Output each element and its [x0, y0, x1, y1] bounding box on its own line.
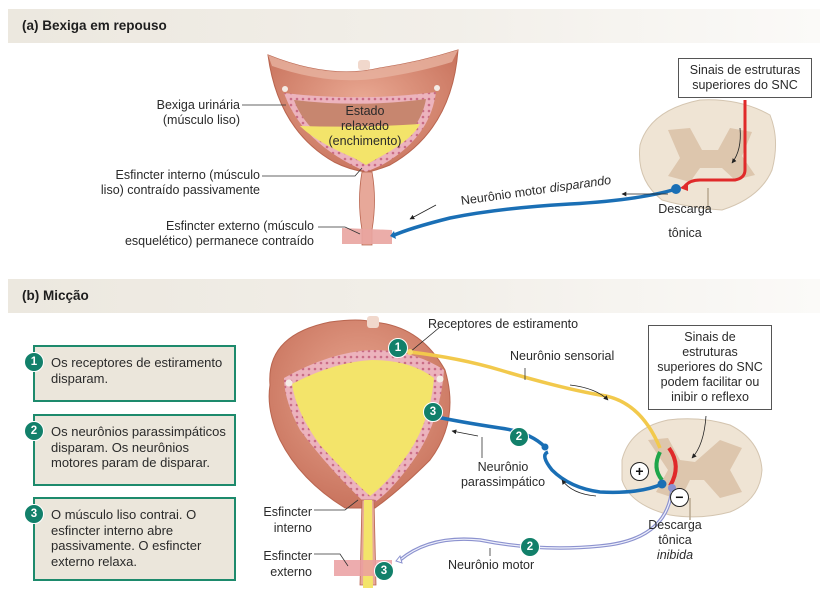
- step-3-box: 3 O músculo liso contrai. O esfincter in…: [24, 497, 236, 581]
- step-2-text: Os neurônios parassimpáticos disparam. O…: [51, 424, 226, 470]
- label-external-a-line2: esquelético) permanece contraído: [124, 234, 314, 248]
- label-state-line1: Estado: [345, 104, 385, 118]
- tonic-a-line1: Descarga: [658, 202, 712, 216]
- panel-a-header: (a) Bexiga em repouso: [8, 9, 820, 43]
- label-internal-a-line2: liso) contraído passivamente: [100, 183, 260, 197]
- label-bladder-line2: (músculo liso): [162, 113, 240, 127]
- step-1-badge: 1: [24, 352, 44, 372]
- panel-a-title: (a) Bexiga em repouso: [22, 18, 167, 33]
- label-bladder: Bexiga urinária (músculo liso): [130, 98, 240, 128]
- label-bladder-line1: Bexiga urinária: [156, 98, 240, 112]
- plus-sign-icon: +: [630, 462, 649, 481]
- panel-b-header: (b) Micção: [8, 279, 820, 313]
- label-internal-sphincter-a: Esfincter interno (músculo liso) contraí…: [90, 168, 260, 198]
- tonic-b-state: inibida: [656, 548, 694, 562]
- cns-box-a-line1: Sinais de estruturas: [689, 63, 801, 77]
- label-internal-b-line1: Esfincter: [263, 505, 312, 519]
- cns-box-b-line1: Sinais de estruturas: [682, 330, 738, 359]
- label-relaxed-state: Estado relaxado (enchimento): [320, 104, 410, 149]
- step-1-text: Os receptores de estiramento disparam.: [51, 355, 223, 386]
- label-external-sphincter-a: Esfincter externo (músculo esquelético) …: [100, 219, 314, 249]
- label-external-b-line2: externo: [270, 565, 312, 579]
- label-external-sphincter-b: Esfincter externo: [240, 548, 312, 580]
- label-internal-b-line2: interno: [273, 521, 312, 535]
- cns-box-a-line2: superiores do SNC: [692, 78, 798, 92]
- minus-sign-icon: −: [670, 488, 689, 507]
- tonic-b-line2: tônica: [658, 533, 692, 547]
- label-state-line2: relaxado: [341, 119, 389, 133]
- label-tonic-discharge-a: Descarga tônica: [640, 197, 730, 245]
- step-3-text: O músculo liso contrai. O esfincter inte…: [51, 507, 202, 569]
- label-internal-a-line1: Esfincter interno (músculo: [115, 168, 260, 182]
- marker-3-external-sphincter: 3: [374, 561, 394, 581]
- label-para-line2: parassimpático: [460, 475, 546, 489]
- step-3-badge: 3: [24, 504, 44, 524]
- cns-box-b-line2: superiores do SNC: [657, 360, 763, 374]
- bladder-voiding: [268, 316, 451, 588]
- spinal-cord-b: [395, 349, 763, 564]
- cns-box-b-line3: podem facilitar ou: [660, 375, 760, 389]
- label-para-line1: Neurônio: [477, 460, 529, 474]
- marker-3-smooth-muscle: 3: [423, 402, 443, 422]
- cns-box-b-line4: inibir o reflexo: [671, 390, 749, 404]
- label-sensory-neuron: Neurônio sensorial: [510, 349, 615, 363]
- cns-signals-box-a: Sinais de estruturas superiores do SNC: [678, 58, 812, 98]
- label-external-a-line1: Esfincter externo (músculo: [166, 219, 314, 233]
- label-stretch-receptors: Receptores de estiramento: [428, 317, 579, 331]
- cns-signals-box-b: Sinais de estruturas superiores do SNC p…: [648, 325, 772, 410]
- step-2-badge: 2: [24, 421, 44, 441]
- step-1-box: 1 Os receptores de estiramento disparam.: [24, 345, 236, 402]
- step-2-box: 2 Os neurônios parassimpáticos disparam.…: [24, 414, 236, 486]
- spinal-cord-a: [390, 99, 776, 239]
- label-parasympathetic-neuron: Neurônio parassimpático: [448, 460, 558, 490]
- tonic-b-line1: Descarga: [648, 518, 702, 532]
- marker-1-stretch: 1: [388, 338, 408, 358]
- marker-2-parasympathetic: 2: [509, 427, 529, 447]
- tonic-a-line2: tônica: [668, 226, 702, 240]
- bladder-at-rest: [242, 49, 459, 246]
- label-internal-sphincter-b: Esfincter interno: [240, 504, 312, 536]
- label-external-b-line1: Esfincter: [263, 549, 312, 563]
- label-motor-neuron-b: Neurônio motor: [448, 558, 535, 572]
- label-tonic-discharge-b: Descarga tônica inibida: [630, 518, 720, 563]
- label-state-line3: (enchimento): [328, 134, 402, 148]
- marker-2-motor: 2: [520, 537, 540, 557]
- panel-b-title: (b) Micção: [22, 288, 89, 303]
